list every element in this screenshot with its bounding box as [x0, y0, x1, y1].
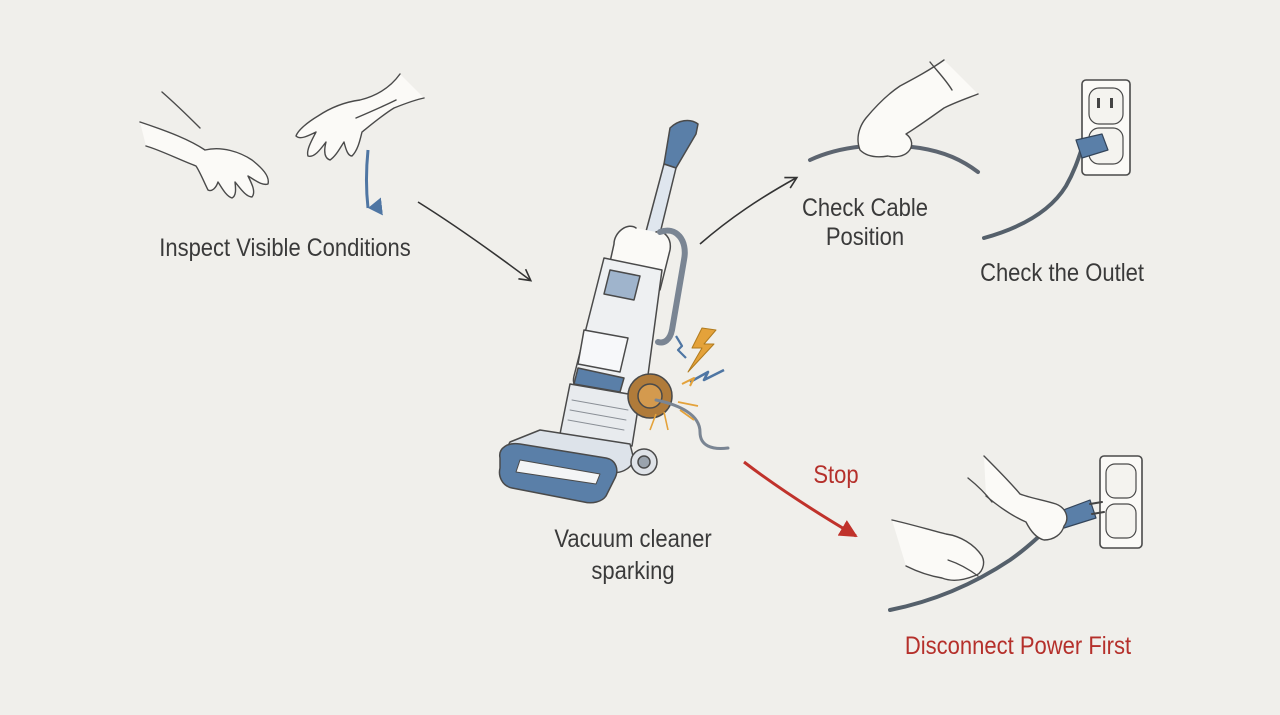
label-inspect: Inspect Visible Conditions [159, 234, 411, 262]
vacuum-cleaner-icon [498, 119, 730, 504]
arrow-vacuum-to-cable [699, 176, 799, 245]
label-vacuum-line1: Vacuum cleaner [554, 525, 712, 553]
arrow-inspect-to-vacuum [417, 201, 533, 282]
hands-unplugging-icon [888, 455, 1143, 612]
label-vacuum-line2: sparking [591, 557, 675, 585]
hand-holding-cable-icon [808, 59, 980, 174]
sparks-icon [649, 327, 725, 431]
open-hands-icon [139, 73, 425, 199]
label-check-cable-line2: Position [825, 223, 905, 251]
down-arrow-icon [365, 149, 383, 216]
label-check-outlet: Check the Outlet [980, 259, 1144, 287]
label-check-cable-line1: Check Cable [802, 194, 928, 222]
label-stop: Stop [813, 461, 859, 489]
label-disconnect: Disconnect Power First [904, 632, 1132, 660]
wall-outlet-plug-icon [982, 79, 1131, 240]
stop-arrow [743, 460, 858, 538]
